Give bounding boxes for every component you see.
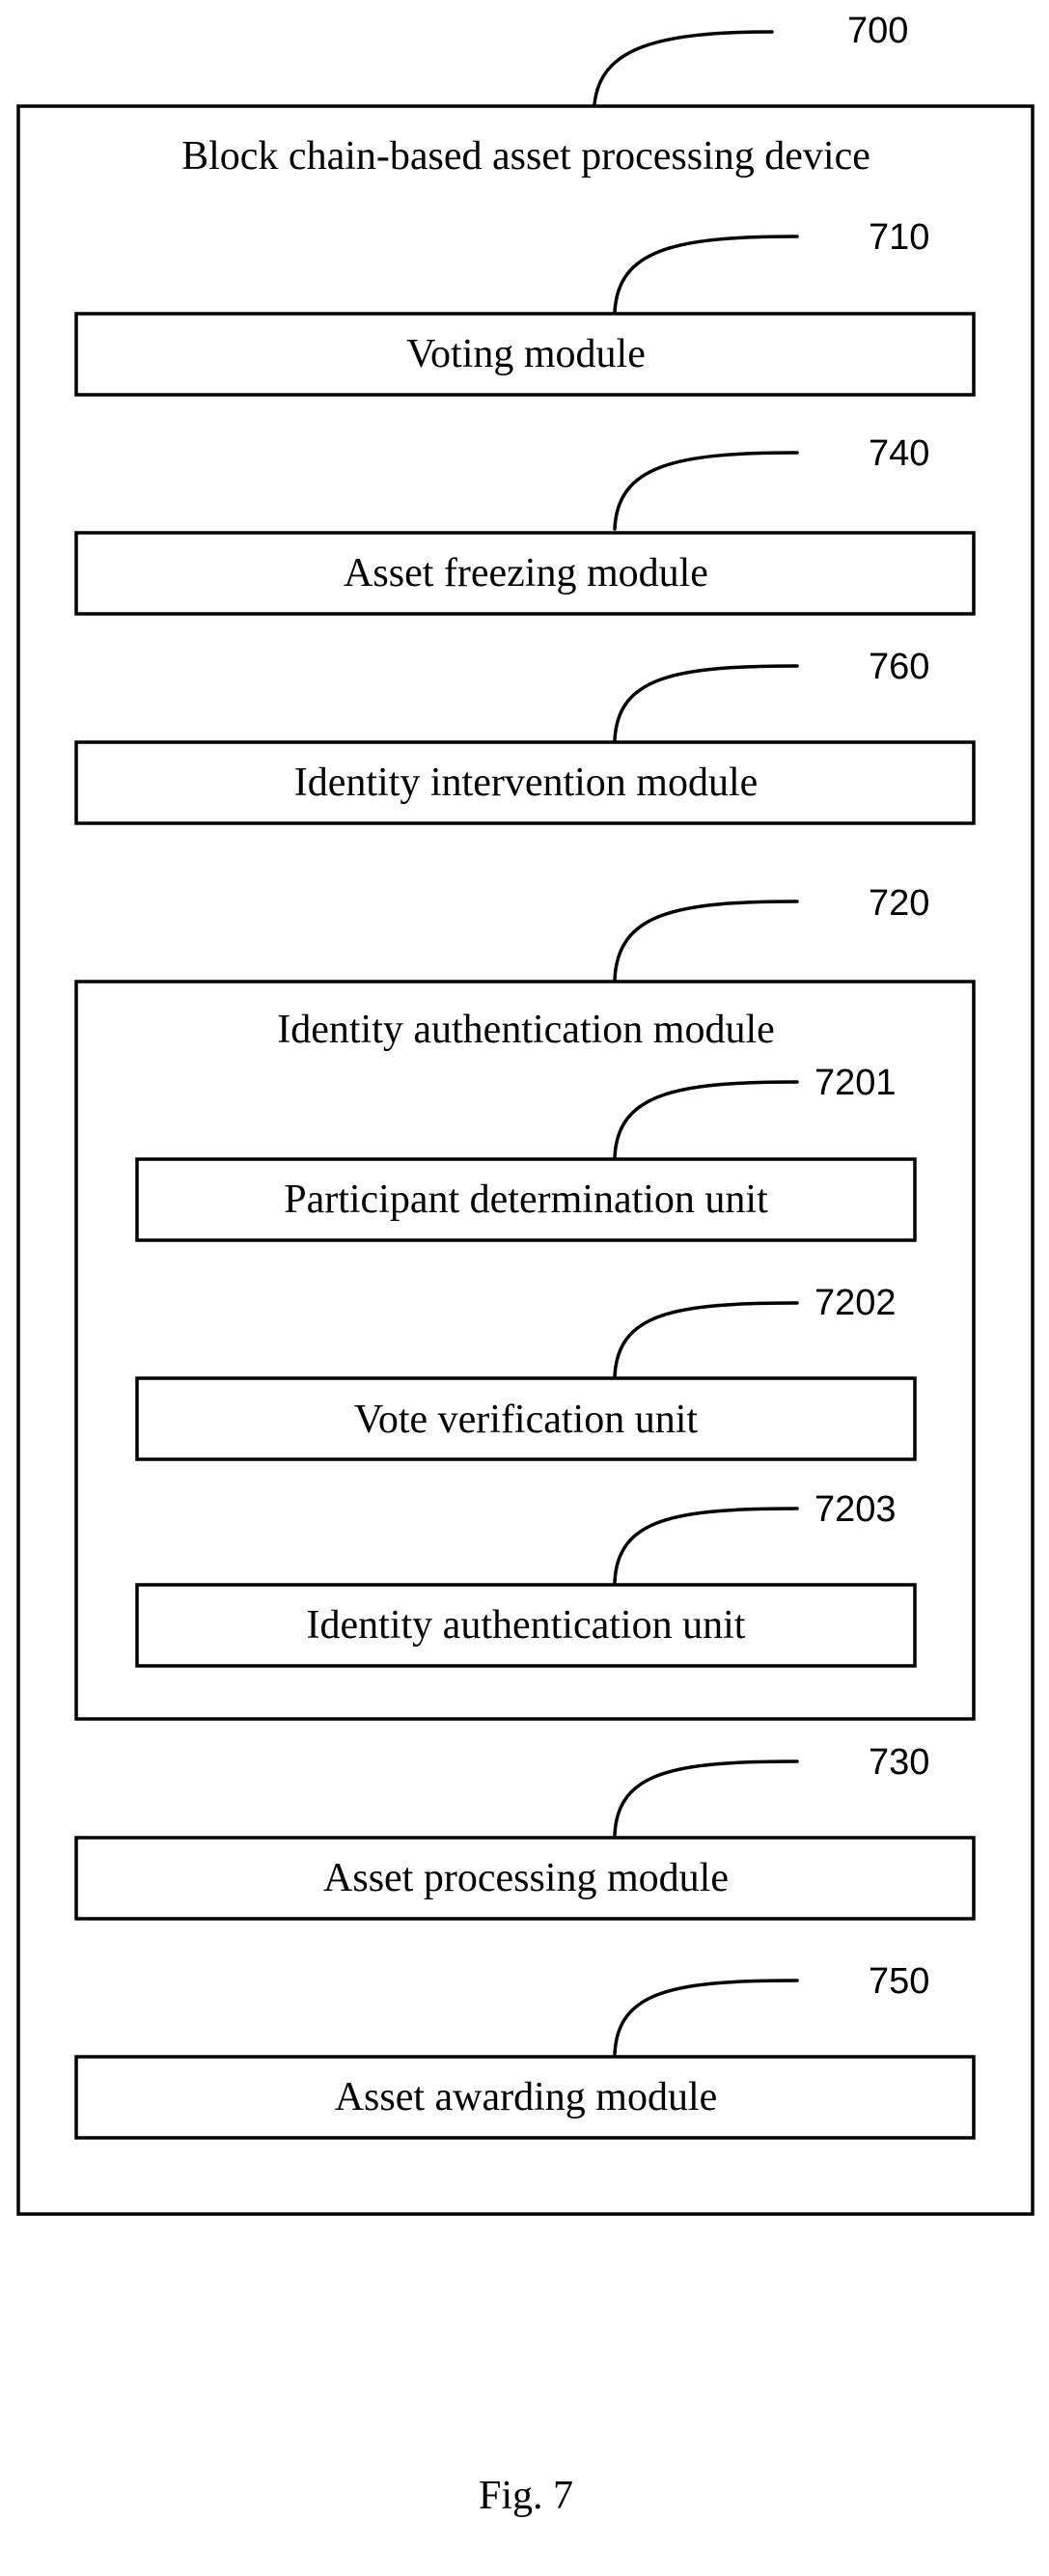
asset-awarding-module-label: Asset awarding module [335, 2075, 718, 2119]
voting-module-label: Voting module [406, 332, 646, 376]
leader-line-730 [615, 1761, 797, 1835]
identity-authentication-module-label: Identity authentication module [277, 1008, 775, 1052]
ref-label-710: 710 [869, 217, 929, 258]
ref-label-700: 700 [847, 11, 908, 51]
asset-processing-module-label: Asset processing module [323, 1856, 729, 1900]
leader-line-700 [594, 32, 772, 104]
participant-determination-unit-label: Participant determination unit [284, 1177, 768, 1222]
leader-line-760 [615, 666, 797, 740]
leader-line-7203 [615, 1509, 797, 1582]
ref-label-730: 730 [869, 1742, 929, 1783]
leader-line-720 [615, 901, 797, 980]
figure-caption: Fig. 7 [479, 2474, 573, 2518]
identity-intervention-module-label: Identity intervention module [294, 761, 759, 805]
ref-label-720: 720 [869, 883, 929, 924]
leader-line-7202 [615, 1303, 797, 1376]
ref-label-740: 740 [869, 433, 929, 474]
leader-line-710 [615, 236, 797, 313]
asset-freezing-module-label: Asset freezing module [344, 551, 708, 596]
leader-line-750 [615, 1980, 797, 2054]
ref-label-7203: 7203 [814, 1489, 897, 1530]
leader-line-740 [615, 453, 797, 529]
ref-label-760: 760 [869, 647, 929, 687]
ref-label-750: 750 [869, 1961, 929, 2002]
vote-verification-unit-label: Vote verification unit [354, 1398, 698, 1442]
identity-authentication-unit-label: Identity authentication unit [307, 1603, 746, 1648]
ref-label-7202: 7202 [814, 1283, 897, 1323]
ref-label-7201: 7201 [814, 1063, 897, 1103]
leader-line-7201 [615, 1082, 797, 1157]
device-title: Block chain-based asset processing devic… [181, 134, 870, 179]
